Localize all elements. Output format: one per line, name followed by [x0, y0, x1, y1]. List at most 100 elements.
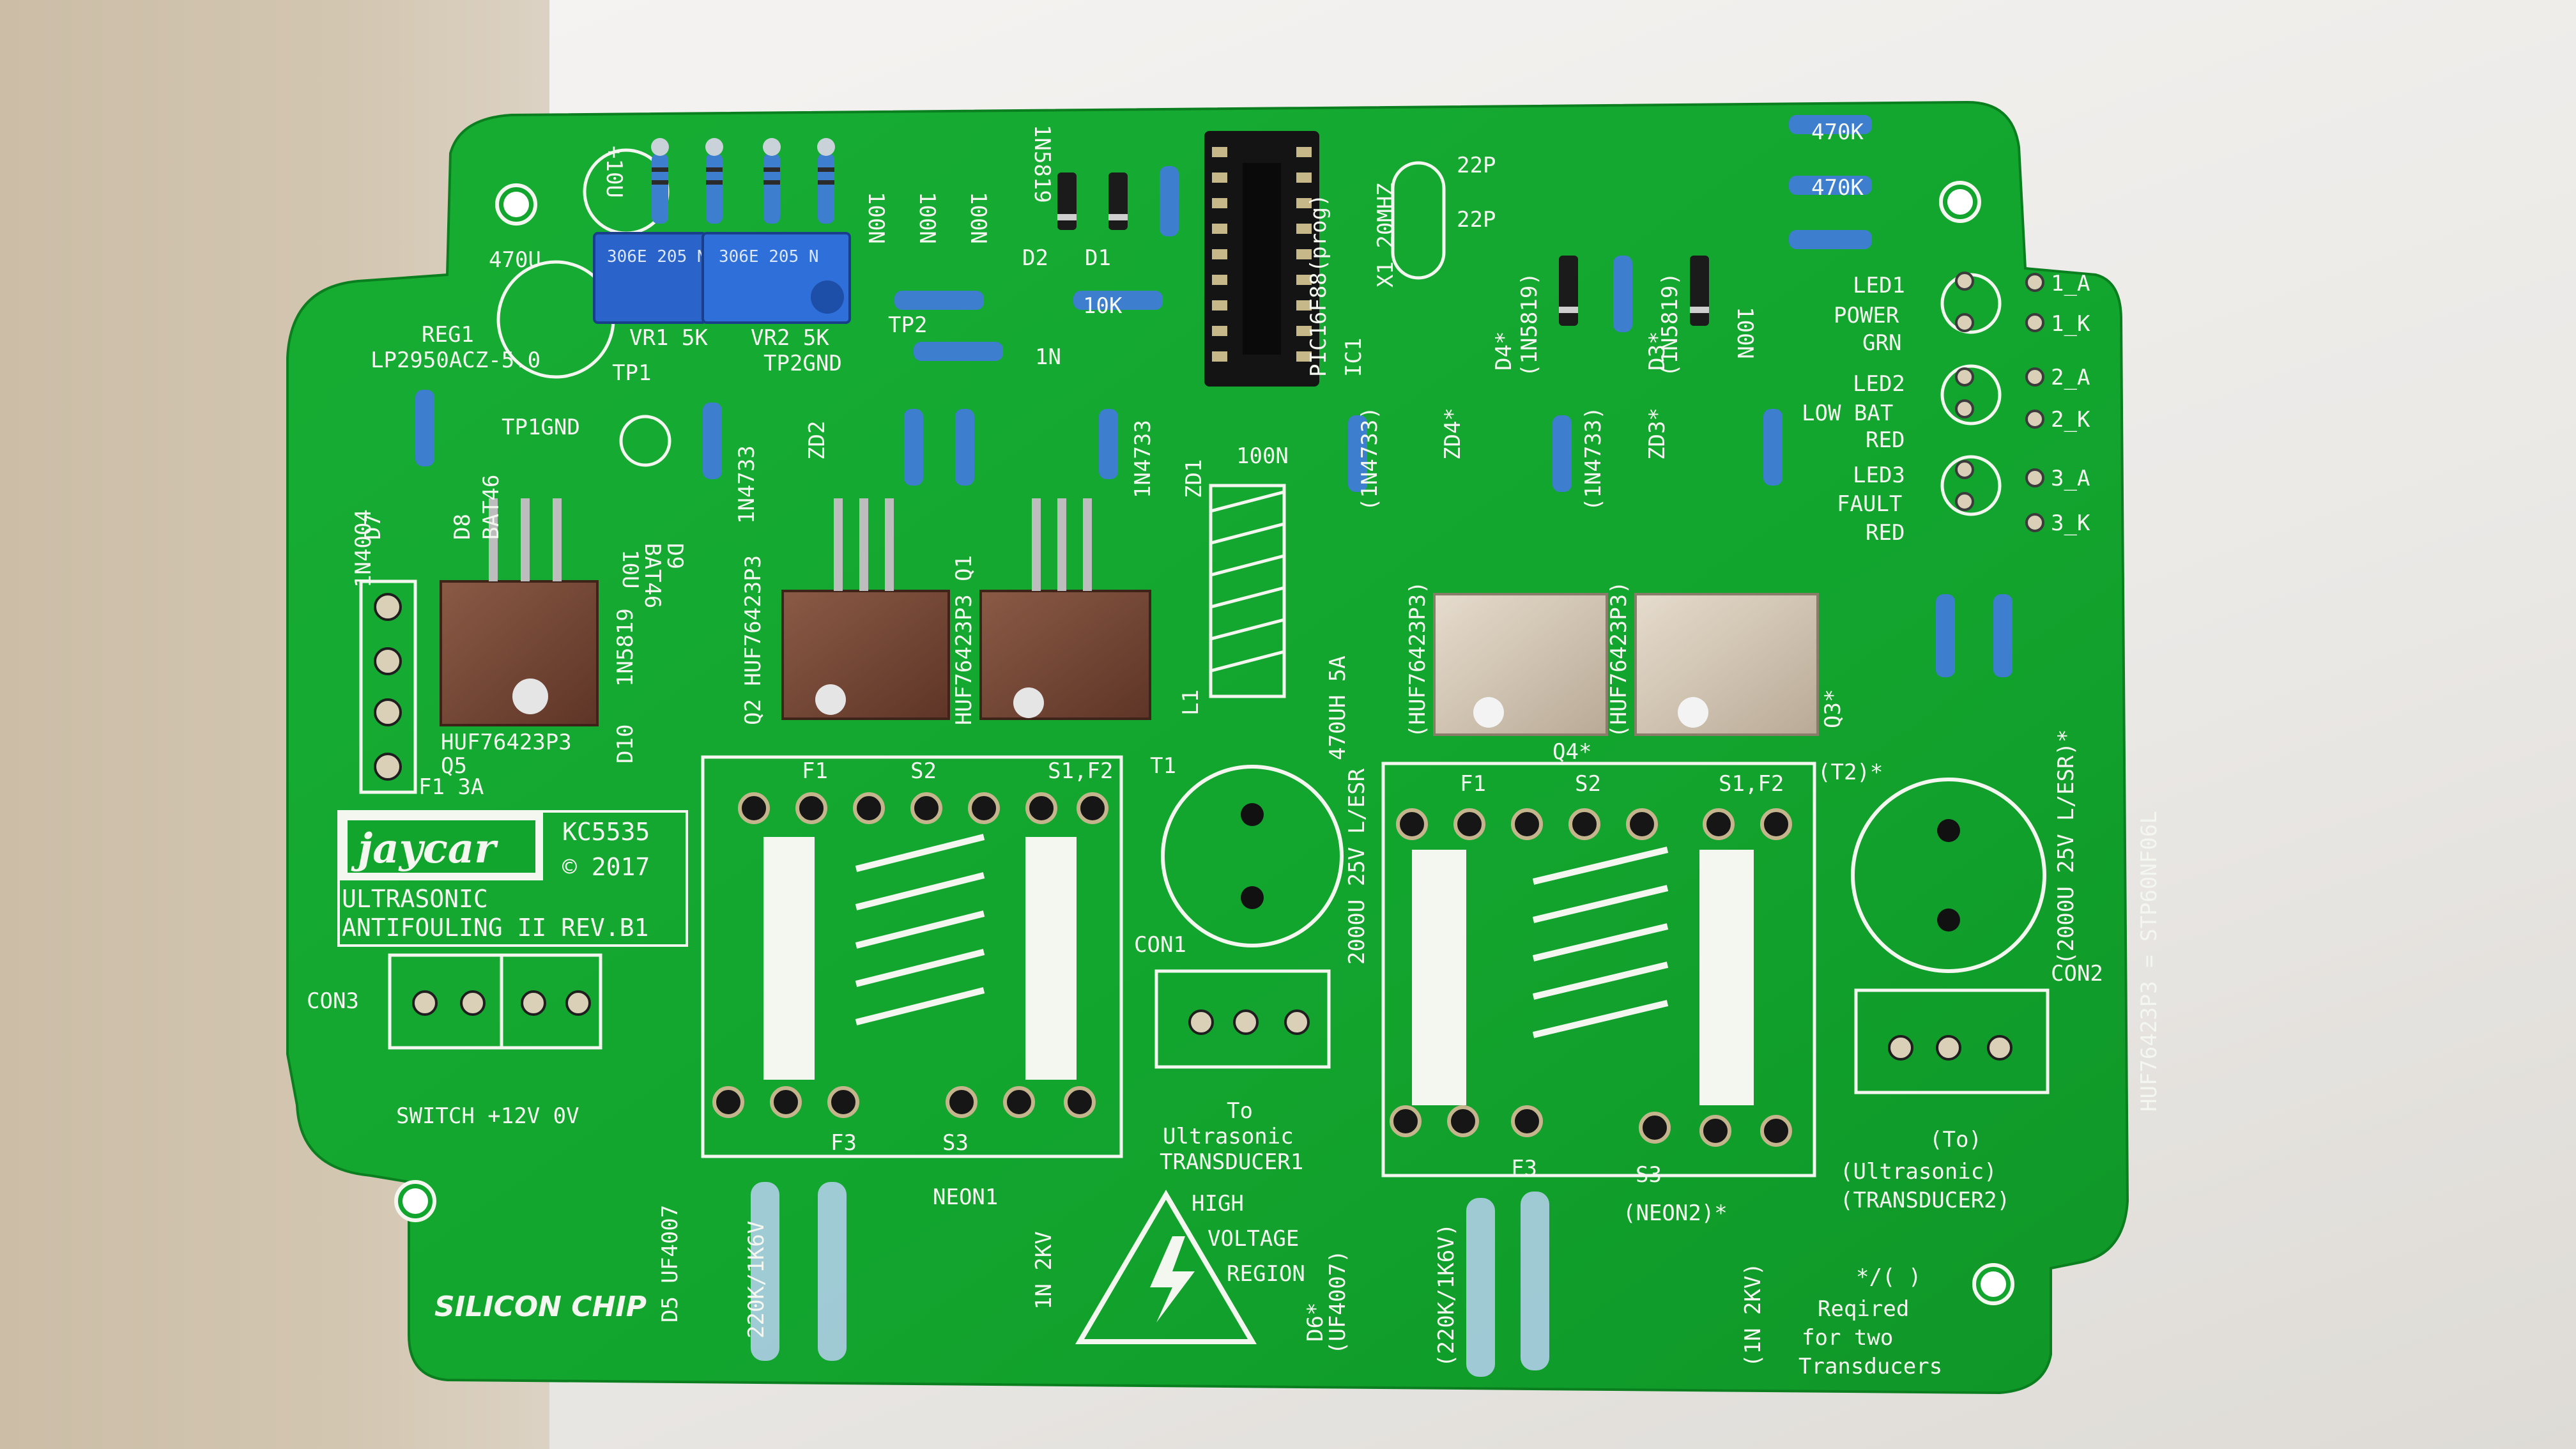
label-d4-part: (1N5819): [1517, 272, 1542, 377]
label-d5: D5 UF4007: [657, 1205, 683, 1322]
label-reg1-part: LP2950ACZ-5.0: [371, 348, 540, 373]
label-10u-top: +10U: [601, 146, 627, 198]
mounting-holes: [394, 181, 2014, 1305]
kit-code: KC5535: [562, 818, 650, 846]
label-q5: HUF76423P3: [441, 730, 572, 755]
label-100n-b: 100N: [914, 192, 940, 244]
label-neon1: NEON1: [933, 1184, 998, 1210]
resistor-bank-center-top: [894, 291, 1163, 361]
label-con1-dest2: TRANSDUCER1: [1160, 1149, 1303, 1175]
label-d7: D7: [360, 514, 386, 540]
label-100n-a: 100N: [863, 192, 889, 244]
label-d8: D8: [450, 514, 475, 540]
label-ic1: IC1: [1341, 338, 1367, 377]
label-pin-3a: 3_A: [2051, 466, 2090, 491]
label-reg1: REG1: [422, 322, 474, 348]
label-22p-a: 22P: [1457, 153, 1496, 178]
label-t2-f3: F3: [1511, 1156, 1537, 1181]
label-1n4733-b: 1N4733: [1130, 420, 1156, 498]
label-led3: LED3: [1853, 463, 1905, 488]
label-con2-dest1: (Ultrasonic): [1840, 1159, 1997, 1184]
label-pic: PIC16F88(prog): [1306, 194, 1331, 377]
maker-label: SILICON CHIP: [434, 1291, 647, 1323]
label-d3-part: (1N5819): [1657, 272, 1683, 377]
label-side-note: HUF76423P3 = STP60NF06L: [2136, 811, 2162, 1112]
label-t2-s2: S2: [1575, 771, 1601, 797]
label-zd3: ZD3*: [1644, 408, 1670, 460]
diode-d2: [1057, 172, 1077, 230]
label-d1: D1: [1085, 245, 1111, 271]
label-f1: F1 3A: [418, 774, 484, 800]
label-note-1: Reqired: [1818, 1296, 1909, 1322]
label-hv-1: HIGH: [1192, 1191, 1244, 1216]
label-100n-d: 100N: [1732, 307, 1758, 359]
label-pin-1a: 1_A: [2051, 271, 2090, 296]
label-220k-b: (220K/1K6V): [1434, 1223, 1459, 1367]
label-q1: HUF76423P3 Q1: [951, 555, 977, 725]
label-note-star: */( ): [1856, 1264, 1921, 1290]
svg-text:jaycar: jaycar: [351, 825, 498, 873]
label-con3-pins: SWITCH +12V 0V: [396, 1103, 579, 1129]
resistor-bank-top-left: [651, 138, 835, 224]
label-q3-ref: Q3*: [1820, 689, 1846, 728]
label-led2: LED2: [1853, 371, 1905, 397]
label-zd4-part: (1N4733): [1357, 406, 1383, 511]
label-hv-2: VOLTAGE: [1208, 1226, 1299, 1252]
label-neon2: (NEON2)*: [1623, 1200, 1728, 1226]
vr1-marking: 306E 205 N: [607, 247, 707, 266]
label-led1-color: GRN: [1862, 330, 1901, 356]
label-1n4004: 1N4004: [351, 509, 376, 588]
label-1n5819-top: 1N5819: [1029, 125, 1055, 203]
label-pin-3k: 3_K: [2051, 510, 2090, 536]
resistor-d1-side: [1160, 166, 1179, 236]
transformer-t1-footprint: [701, 755, 1123, 1158]
label-tp1gnd: TP1GND: [502, 415, 580, 440]
label-led1-desc: POWER: [1834, 303, 1899, 328]
label-d2: D2: [1022, 245, 1048, 271]
label-t2-s1f2: S1,F2: [1719, 771, 1784, 797]
label-hv-3: REGION: [1227, 1261, 1305, 1287]
label-t1-f1: F1: [802, 758, 828, 784]
label-q2: Q2 HUF76423P3: [740, 555, 766, 725]
label-bat46-b: BAT46: [640, 543, 665, 608]
label-t2: (T2)*: [1818, 760, 1883, 785]
label-t1-s1f2: S1,F2: [1048, 758, 1113, 784]
trimpot-vr1: 306E 205 N: [593, 232, 707, 324]
label-con2-dest2: (TRANSDUCER2): [1840, 1188, 2010, 1213]
pad-q3: [1634, 593, 1819, 736]
label-con1-dest1: Ultrasonic: [1163, 1124, 1294, 1149]
transistor-q1: [979, 498, 1151, 720]
label-vr1: VR1 5K: [629, 325, 708, 351]
label-1n-2kv-b: (1N 2KV): [1740, 1262, 1766, 1367]
title-line-1: ULTRASONIC: [342, 885, 488, 913]
capacitor-big1-outline: [1161, 765, 1344, 947]
high-voltage-warning-icon: [1075, 1190, 1257, 1344]
label-1n5819-d10: 1N5819: [613, 608, 638, 687]
label-100n-c: 100N: [965, 192, 991, 244]
label-zd4: ZD4*: [1440, 408, 1466, 460]
jaycar-logo: jaycar: [340, 813, 543, 880]
label-note-3: Transducers: [1798, 1354, 1942, 1379]
label-tp1: TP1: [612, 360, 651, 386]
label-l1: L1: [1178, 689, 1204, 716]
label-con2-to: (To): [1929, 1127, 1982, 1153]
label-led3-desc: FAULT: [1837, 491, 1902, 517]
label-tp2gnd: TP2GND: [763, 351, 842, 376]
label-pin-2a: 2_A: [2051, 365, 2090, 390]
label-q5-ref: Q5: [441, 753, 467, 779]
fuse-f1-footprint: [359, 579, 417, 794]
vr2-marking: 306E 205 N: [719, 247, 819, 266]
resistor-bank-middle: [415, 390, 2012, 677]
label-led3-color: RED: [1866, 520, 1905, 546]
label-d6: D6*: [1303, 1303, 1328, 1342]
label-t1-f3: F3: [831, 1130, 857, 1156]
label-led2-color: RED: [1866, 427, 1905, 453]
label-bat46: BAT46: [479, 475, 504, 540]
label-220k: 220K/1K6V: [744, 1221, 769, 1338]
label-zd1: ZD1: [1181, 459, 1207, 498]
label-10k: 10K: [1083, 293, 1123, 319]
connector-con3-footprint: [388, 953, 602, 1050]
label-470k-b: 470K: [1811, 175, 1864, 201]
label-470u: 470U: [489, 247, 541, 273]
